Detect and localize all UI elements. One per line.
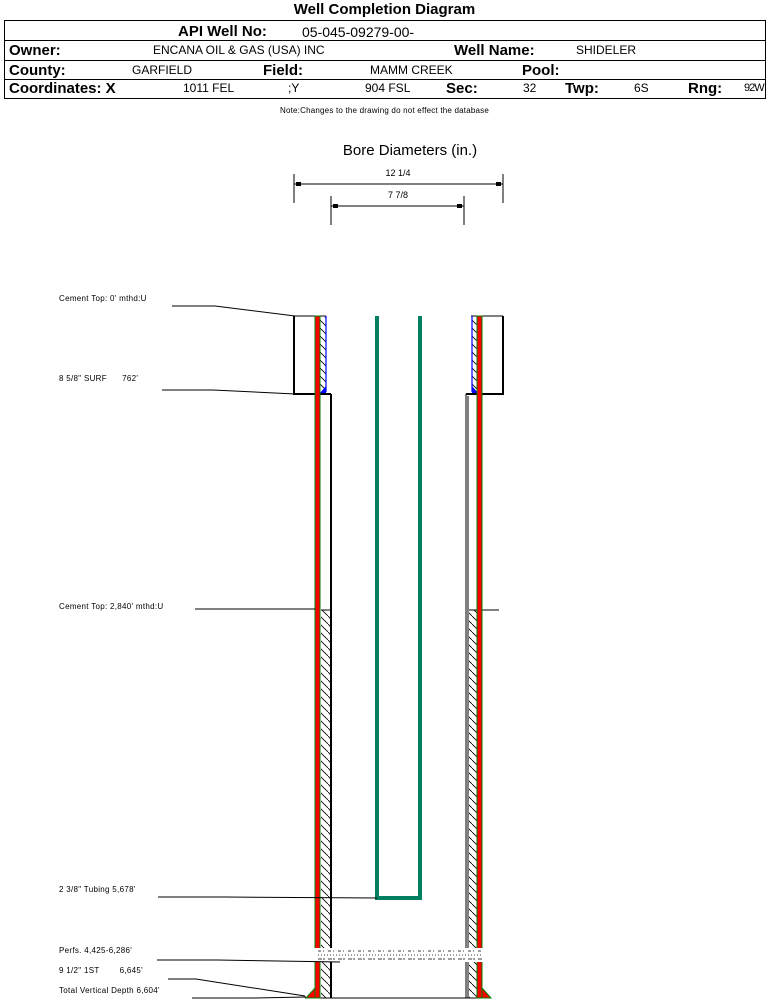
api-label: API Well No: (178, 23, 267, 40)
callout-total-depth: Total Vertical Depth 6,604' (59, 986, 160, 995)
county-label: County: (9, 62, 66, 79)
arrow-right-icon (496, 182, 501, 186)
county-value: GARFIELD (132, 63, 193, 77)
bore-diameters-title: Bore Diameters (in.) (342, 142, 478, 159)
tubing (375, 316, 422, 900)
disclaimer-note: Note:Changes to the drawing do not effec… (279, 106, 489, 115)
sec-label: Sec: (446, 80, 478, 97)
callout-cement-top-production: Cement Top: 2,840' mthd:U (59, 602, 164, 611)
rng-value: 92W (744, 82, 765, 94)
twp-label: Twp: (565, 80, 599, 97)
callout-surface-casing: 8 5/8" SURF 762' (59, 374, 139, 383)
field-value: MAMM CREEK (370, 63, 453, 77)
production-cement-left (321, 610, 330, 998)
arrow-left-icon (296, 182, 301, 186)
well-header-table: API Well No: 05-045-09279-00- Owner: ENC… (4, 20, 766, 99)
casing-shoe-right (481, 986, 493, 999)
divider (5, 40, 765, 41)
callout-cement-top-surface: Cement Top: 0' mthd:U (59, 294, 147, 303)
owner-label: Owner: (9, 42, 61, 59)
surface-shoe-left (320, 386, 326, 393)
production-hole (305, 394, 490, 999)
coord-y-label: ;Y (288, 81, 300, 95)
perforation-zone (314, 948, 484, 962)
arrow-left-icon (333, 204, 338, 208)
coord-y-value: 904 FSL (365, 81, 411, 95)
coord-x-value: 1011 FEL (183, 81, 235, 95)
bore-diameter-outer-label: 12 1/4 (385, 168, 411, 178)
casing-right (476, 315, 483, 999)
callout-tubing: 2 3/8" Tubing 5,678' (59, 885, 136, 894)
owner-value: ENCANA OIL & GAS (USA) INC (153, 43, 325, 57)
dimension-outer (293, 174, 504, 203)
bore-diameter-inner-label: 7 7/8 (387, 190, 409, 200)
callout-perforations: Perfs. 4,425-6,286' (59, 946, 133, 955)
arrow-right-icon (457, 204, 462, 208)
field-label: Field: (263, 62, 303, 79)
rng-label: Rng: (688, 80, 723, 97)
surface-cement-left (320, 317, 326, 391)
well-name-label: Well Name: (454, 42, 535, 59)
surface-cement-right (472, 317, 478, 391)
page-title: Well Completion Diagram (293, 1, 476, 18)
production-cement-right (469, 610, 477, 998)
divider (5, 79, 765, 80)
sec-value: 32 (523, 81, 537, 95)
coordinates-label: Coordinates: X (9, 80, 116, 97)
dimension-inner (330, 196, 465, 225)
pool-label: Pool: (522, 62, 560, 79)
callout-production-casing: 9 1/2" 1ST 6,645' (59, 966, 143, 975)
casing-shoe-left (304, 986, 316, 999)
twp-value: 6S (634, 81, 649, 95)
leader-lines (157, 305, 378, 999)
api-value: 05-045-09279-00- (302, 24, 415, 40)
divider (5, 60, 765, 61)
well-name-value: SHIDELER (576, 43, 637, 57)
casing-left (314, 315, 321, 999)
